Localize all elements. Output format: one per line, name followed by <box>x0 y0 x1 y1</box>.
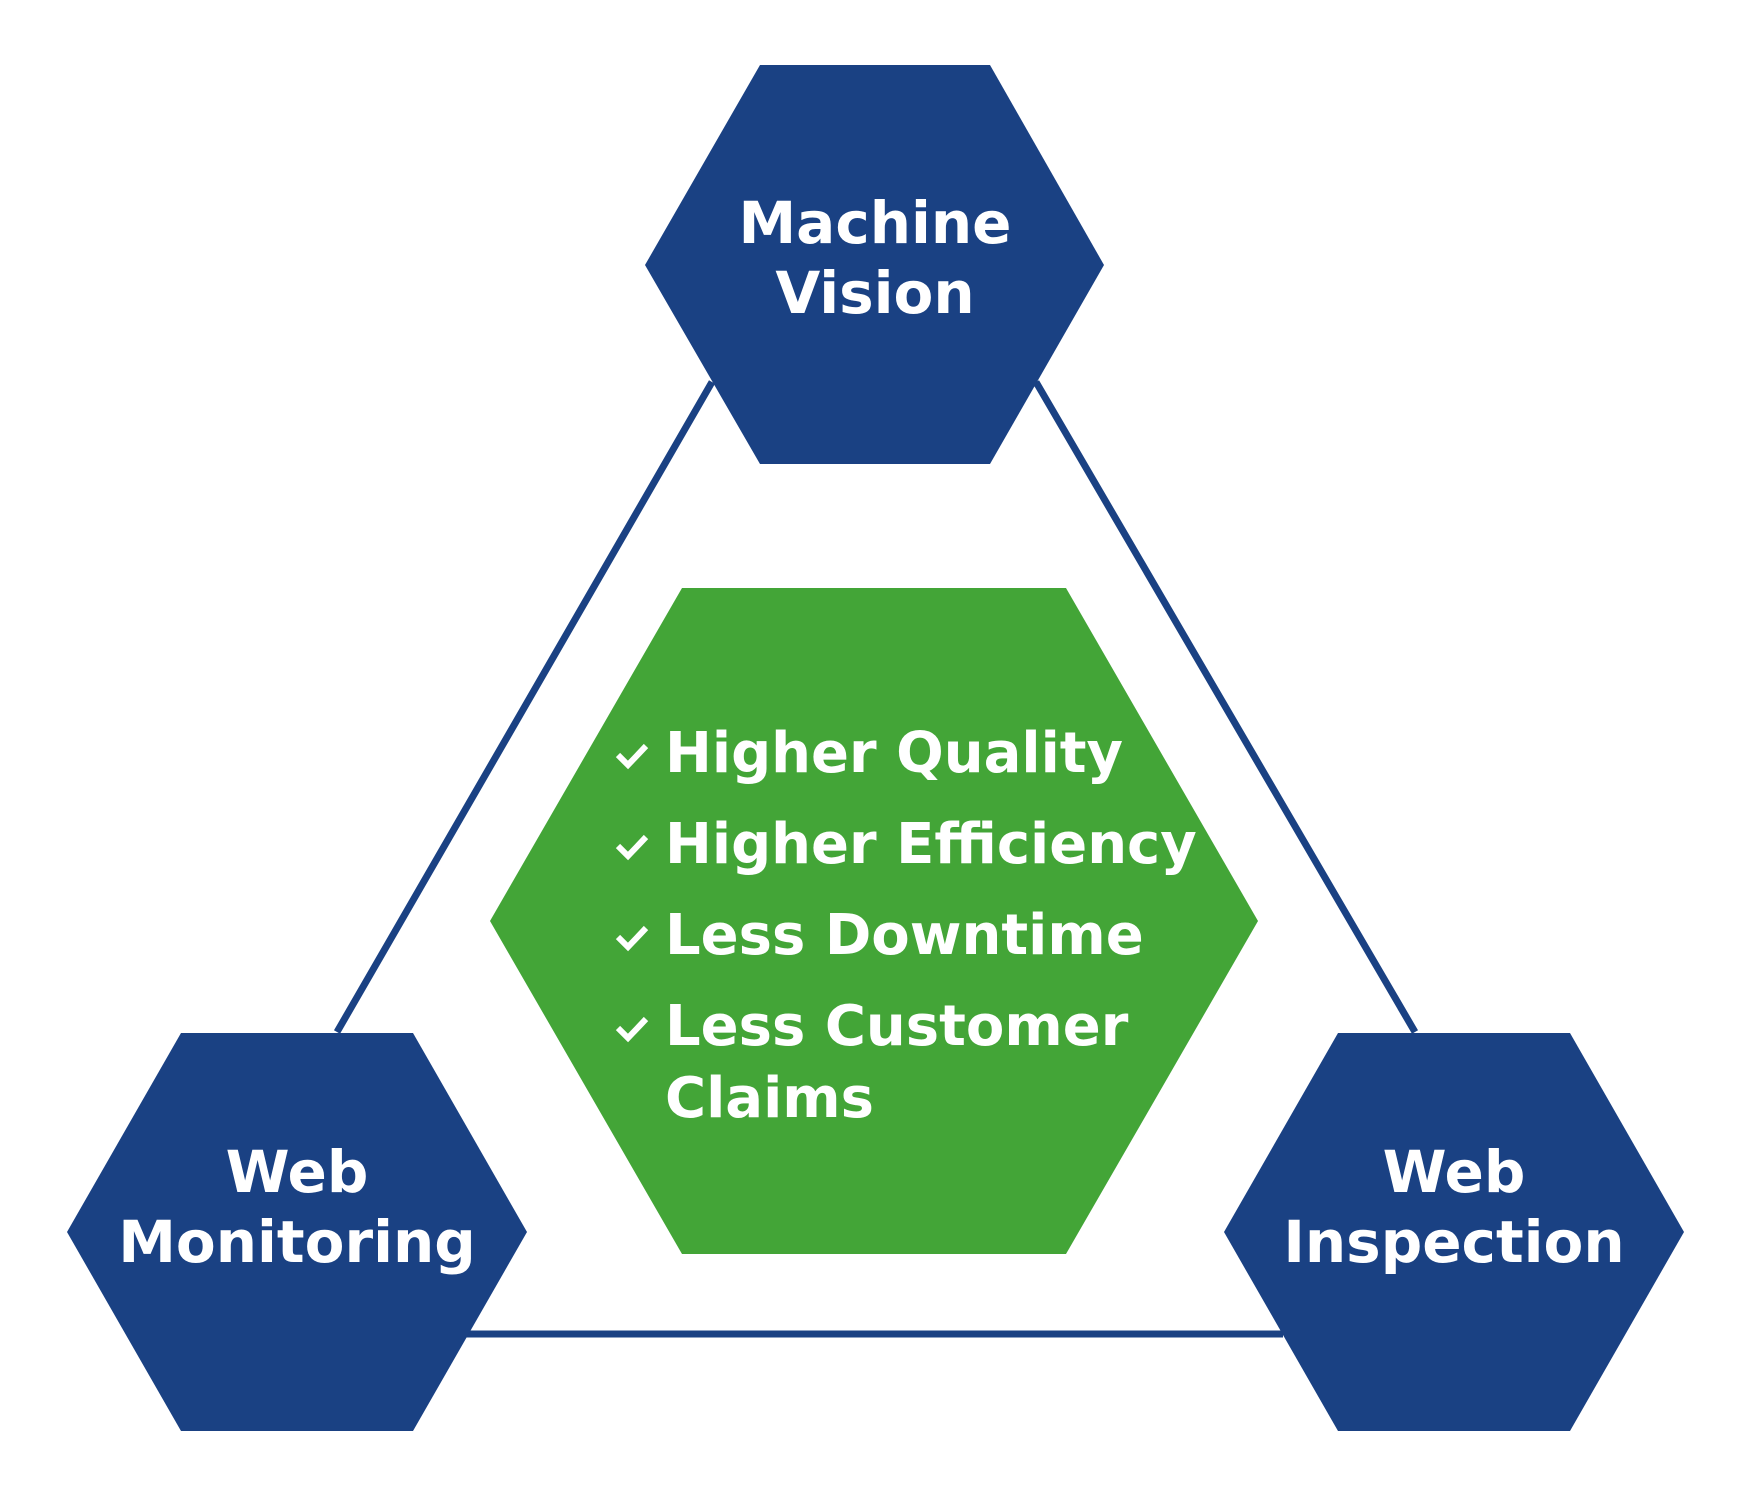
benefit-item: Higher Efficiency <box>615 809 1215 881</box>
check-icon <box>615 743 649 770</box>
benefit-list: Higher Quality Higher Efficiency Less Do… <box>615 718 1215 1154</box>
connector-top-right <box>1032 380 1419 1034</box>
benefit-label: Less Downtime <box>665 903 1144 968</box>
label-web-monitoring-line2: Monitoring <box>118 1208 476 1276</box>
benefit-label: Higher Efficiency <box>665 812 1197 877</box>
benefit-label: Less Customer Claims <box>665 994 1129 1131</box>
label-machine-vision-line1: Machine <box>738 189 1012 257</box>
connector-top-left <box>333 380 716 1034</box>
center-hexagon <box>490 588 1258 1254</box>
benefit-label: Higher Quality <box>665 721 1124 786</box>
connector-lines <box>333 380 1419 1338</box>
benefit-item: Less Downtime <box>615 900 1215 972</box>
label-web-inspection-line2: Inspection <box>1283 1208 1625 1276</box>
hexagon-web-monitoring <box>67 1033 527 1431</box>
label-web-inspection: Web Inspection <box>1274 1137 1634 1277</box>
benefit-item: Higher Quality <box>615 718 1215 790</box>
label-web-inspection-line1: Web <box>1382 1138 1526 1206</box>
label-machine-vision-line2: Vision <box>775 259 975 327</box>
check-icon <box>615 834 649 861</box>
hexagon-machine-vision <box>645 65 1104 464</box>
benefit-item: Less Customer Claims <box>615 991 1135 1135</box>
label-web-monitoring-line1: Web <box>225 1138 369 1206</box>
check-icon <box>615 925 649 952</box>
label-web-monitoring: Web Monitoring <box>117 1137 477 1277</box>
hexagon-web-inspection <box>1224 1033 1684 1431</box>
check-icon <box>615 1016 649 1043</box>
label-machine-vision: Machine Vision <box>715 188 1035 328</box>
